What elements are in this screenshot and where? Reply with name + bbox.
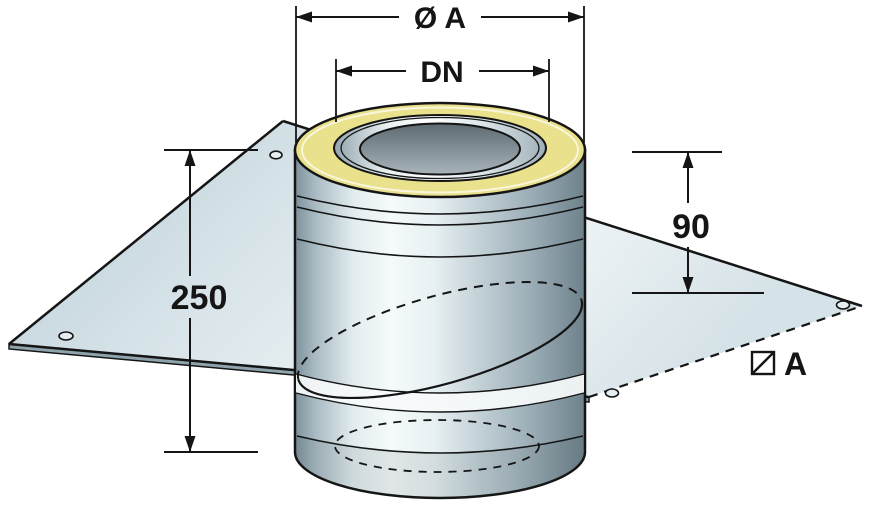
dn-label: DN bbox=[420, 56, 463, 89]
square-diagonal-symbol-icon bbox=[750, 350, 776, 376]
dimension-arrow bbox=[296, 11, 312, 23]
dimension-arrow bbox=[184, 436, 196, 452]
dimension-arrow bbox=[682, 152, 694, 168]
pipe-opening bbox=[359, 122, 521, 176]
dimension-dn: DN bbox=[335, 56, 550, 122]
dimension-height-90: 90 bbox=[632, 151, 764, 294]
pipe-joint-band-edge bbox=[295, 373, 585, 394]
intersection-front-edge bbox=[297, 300, 584, 400]
flue-pipe bbox=[293, 148, 587, 500]
intersection-hidden-edge bbox=[296, 281, 583, 380]
pipe-top bbox=[293, 101, 587, 199]
inner-pipe-wall-line bbox=[340, 116, 540, 180]
plate-pipe-intersection bbox=[296, 281, 584, 400]
insulation-ring-highlight bbox=[301, 106, 579, 194]
pipe-joint-band-edge bbox=[295, 392, 585, 413]
dimension-arrow bbox=[568, 11, 584, 23]
height-90-label: 90 bbox=[672, 208, 710, 246]
dimension-arrow bbox=[682, 277, 694, 293]
dimension-arrow bbox=[184, 150, 196, 166]
dimension-arrow bbox=[336, 65, 352, 77]
screw-hole bbox=[269, 150, 283, 160]
screw-hole-hidden bbox=[604, 388, 620, 398]
dimension-height-250: 250 bbox=[164, 149, 258, 453]
pipe-seam-line bbox=[296, 206, 584, 226]
pipe-seam-line bbox=[296, 435, 584, 454]
pipe-body bbox=[293, 148, 587, 500]
pipe-seam-line bbox=[296, 238, 584, 258]
square-diagonal-symbol-icon bbox=[751, 351, 775, 375]
dimension-arrow bbox=[533, 65, 549, 77]
outer-diameter-label: Ø A bbox=[414, 2, 466, 35]
pipe-bottom-shade bbox=[295, 436, 585, 498]
wall-plate-edge-top-left bbox=[8, 120, 284, 345]
screw-hole bbox=[58, 331, 74, 341]
pipe-seam-line bbox=[296, 195, 584, 215]
screw-hole bbox=[835, 300, 851, 310]
dimension-outer-diameter: Ø A bbox=[295, 2, 585, 143]
plate-square-dimension: A bbox=[750, 346, 807, 382]
inner-pipe-hidden-bottom bbox=[334, 419, 540, 473]
plate-square-label: A bbox=[784, 346, 807, 382]
height-250-label: 250 bbox=[171, 279, 228, 317]
